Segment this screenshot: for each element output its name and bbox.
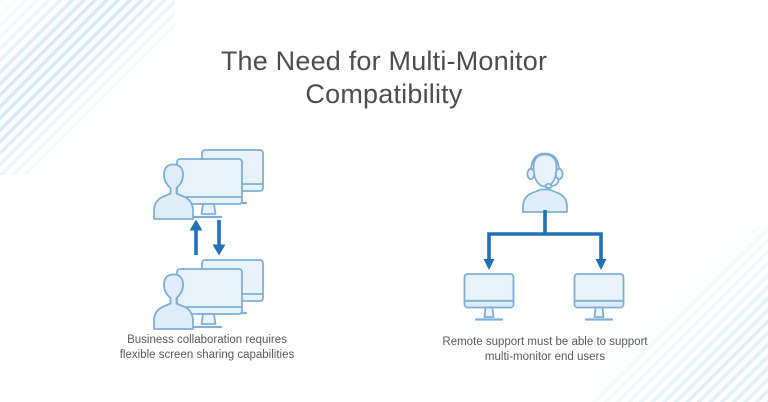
monitor-left-icon <box>461 272 517 324</box>
right-caption-line2: multi-monitor end users <box>484 350 606 363</box>
page-title: The Need for Multi-Monitor Compatibility <box>0 45 768 111</box>
collaboration-monitors-bottom-icon <box>150 257 270 332</box>
page-title-line2: Compatibility <box>305 79 463 109</box>
support-agent-headset-icon <box>516 151 574 213</box>
monitor-right-icon <box>571 272 627 324</box>
left-caption: Business collaboration requires flexible… <box>57 333 357 362</box>
up-down-arrows-icon <box>186 219 230 256</box>
right-caption-line1: Remote support must be able to support <box>442 336 648 348</box>
left-caption-line1: Business collaboration requires <box>127 334 287 346</box>
page-title-line1: The Need for Multi-Monitor <box>220 46 548 76</box>
collaboration-monitors-top-icon <box>150 147 270 222</box>
left-caption-line2: flexible screen sharing capabilities <box>119 348 295 361</box>
right-caption: Remote support must be able to support m… <box>395 335 695 364</box>
branch-down-arrows-connector <box>483 209 607 271</box>
